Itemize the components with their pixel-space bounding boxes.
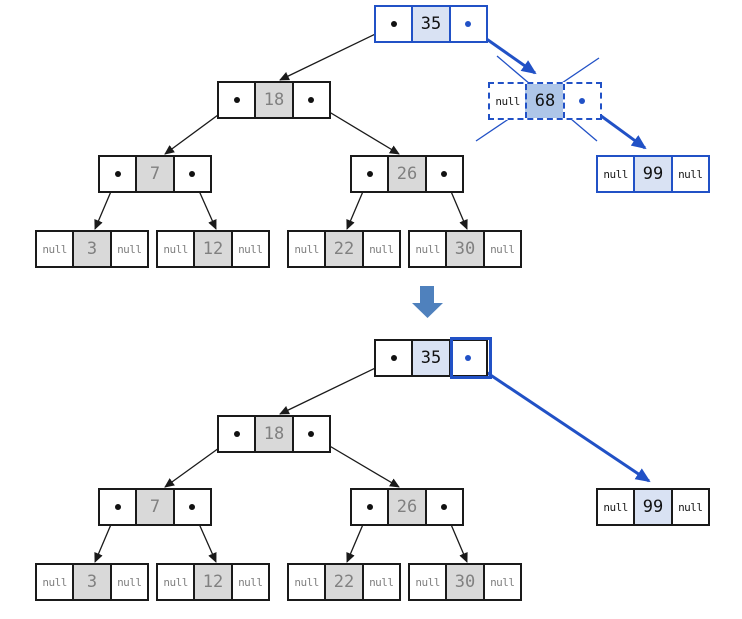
- null-cell: null: [415, 575, 440, 589]
- value-cell: 18: [254, 417, 292, 451]
- null-cell: null: [495, 94, 520, 108]
- node-12-before: null 12 null: [156, 230, 270, 268]
- pointer-dot: [308, 97, 315, 103]
- null-cell: null: [670, 490, 708, 524]
- left-pointer-cell: [219, 417, 254, 451]
- value-cell: 26: [387, 157, 425, 191]
- pointer-dot: [233, 431, 240, 437]
- pointer-dot: [441, 504, 448, 510]
- pointer-dot: [579, 98, 586, 104]
- left-pointer-cell: [376, 341, 411, 375]
- null-cell: null: [482, 232, 520, 266]
- pointer-dot: [189, 171, 196, 177]
- pointer-dot: [114, 171, 121, 177]
- node-3-after: null 3 null: [35, 563, 149, 601]
- value-cell: 68: [525, 84, 563, 118]
- pointer-dot: [390, 355, 397, 361]
- right-pointer-cell: [424, 490, 462, 524]
- node-22-before: null 22 null: [287, 230, 401, 268]
- value-cell: 12: [193, 232, 231, 266]
- value-cell: 12: [193, 565, 231, 599]
- right-pointer-cell: [291, 83, 329, 117]
- null-cell: null: [163, 575, 188, 589]
- pointer-dot: [465, 21, 472, 27]
- right-pointer-cell: [172, 490, 210, 524]
- null-cell: null: [361, 565, 399, 599]
- left-pointer-cell: [100, 157, 135, 191]
- null-cell: null: [109, 232, 147, 266]
- node-7-before: 7: [98, 155, 212, 193]
- right-pointer-cell: [172, 157, 210, 191]
- node-99-before: null 99 null: [596, 155, 710, 193]
- null-cell: null: [482, 565, 520, 599]
- node-26-before: 26: [350, 155, 464, 193]
- right-pointer-cell: [562, 84, 600, 118]
- node-68-deleted: null 68: [488, 82, 602, 120]
- edge-35-to-99-after: [467, 358, 651, 483]
- node-35-after: 35: [374, 339, 488, 377]
- left-pointer-cell: [100, 490, 135, 524]
- node-3-before: null 3 null: [35, 230, 149, 268]
- left-pointer-cell: [352, 490, 387, 524]
- value-cell: 30: [445, 232, 483, 266]
- value-cell: 26: [387, 490, 425, 524]
- null-cell: null: [42, 575, 67, 589]
- null-cell: null: [294, 242, 319, 256]
- right-pointer-cell: [291, 417, 329, 451]
- node-30-after: null 30 null: [408, 563, 522, 601]
- value-cell: 3: [72, 565, 110, 599]
- node-30-before: null 30 null: [408, 230, 522, 268]
- pointer-dot: [366, 504, 373, 510]
- value-cell: 35: [411, 7, 449, 41]
- value-cell: 30: [445, 565, 483, 599]
- node-12-after: null 12 null: [156, 563, 270, 601]
- pointer-dot: [390, 21, 397, 27]
- pointer-dot: [308, 431, 315, 437]
- null-cell: null: [230, 232, 268, 266]
- node-22-after: null 22 null: [287, 563, 401, 601]
- null-cell: null: [361, 232, 399, 266]
- null-cell: null: [230, 565, 268, 599]
- value-cell: 35: [411, 341, 449, 375]
- right-pointer-cell: [448, 7, 486, 41]
- node-18-after: 18: [217, 415, 331, 453]
- null-cell: null: [670, 157, 708, 191]
- left-pointer-cell: [352, 157, 387, 191]
- pointer-dot: [465, 355, 472, 361]
- null-cell: null: [294, 575, 319, 589]
- pointer-dot: [441, 171, 448, 177]
- value-cell: 99: [633, 490, 671, 524]
- node-26-after: 26: [350, 488, 464, 526]
- right-pointer-cell: [424, 157, 462, 191]
- value-cell: 7: [135, 490, 173, 524]
- pointer-dot: [366, 171, 373, 177]
- value-cell: 3: [72, 232, 110, 266]
- transition-down-arrow-icon: [412, 286, 443, 318]
- null-cell: null: [603, 167, 628, 181]
- node-35-before: 35: [374, 5, 488, 43]
- left-pointer-cell: [219, 83, 254, 117]
- null-cell: null: [109, 565, 147, 599]
- node-99-after: null 99 null: [596, 488, 710, 526]
- pointer-dot: [114, 504, 121, 510]
- value-cell: 18: [254, 83, 292, 117]
- right-pointer-cell: [448, 341, 486, 375]
- left-pointer-cell: [376, 7, 411, 41]
- null-cell: null: [603, 500, 628, 514]
- value-cell: 22: [324, 232, 362, 266]
- node-7-after: 7: [98, 488, 212, 526]
- pointer-dot: [233, 97, 240, 103]
- value-cell: 99: [633, 157, 671, 191]
- node-18-before: 18: [217, 81, 331, 119]
- null-cell: null: [415, 242, 440, 256]
- value-cell: 22: [324, 565, 362, 599]
- null-cell: null: [163, 242, 188, 256]
- pointer-dot: [189, 504, 196, 510]
- value-cell: 7: [135, 157, 173, 191]
- null-cell: null: [42, 242, 67, 256]
